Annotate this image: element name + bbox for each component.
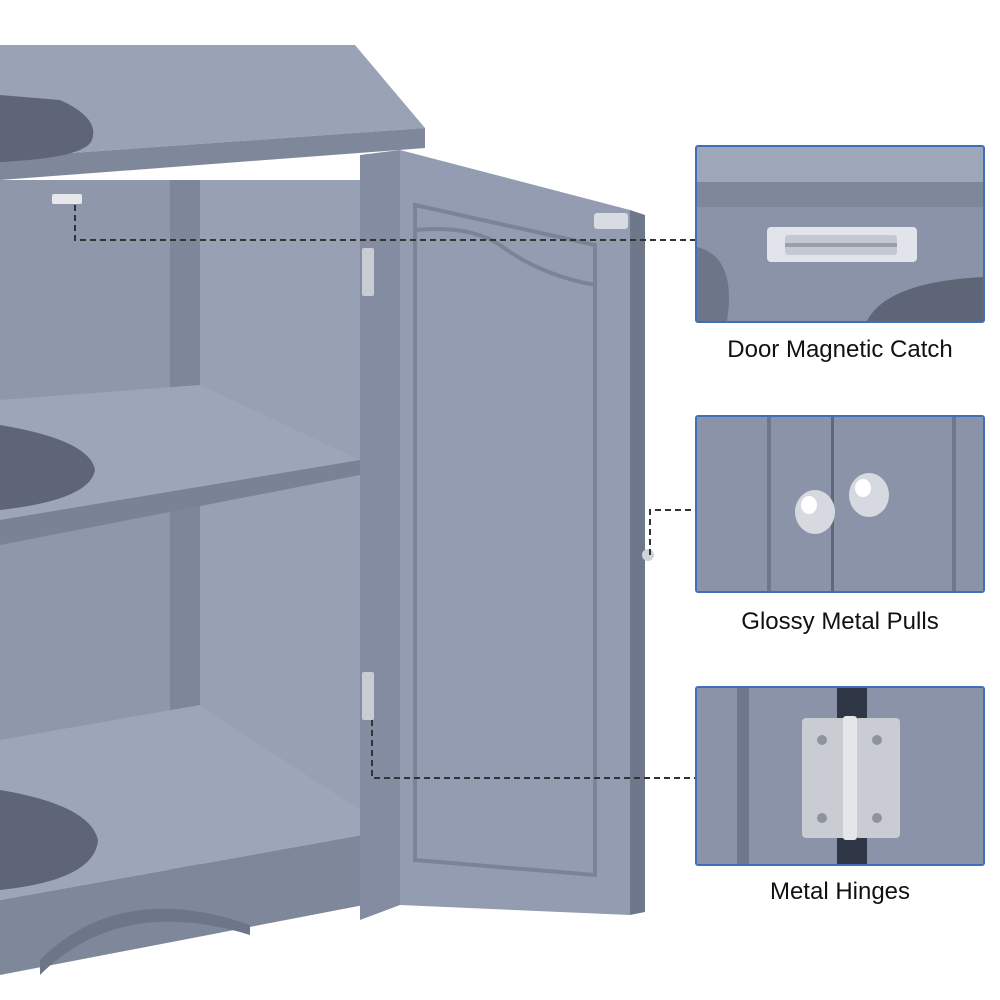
bottom-shelf xyxy=(0,705,390,900)
door-catch-plate xyxy=(594,213,628,229)
knob-icon xyxy=(697,417,983,591)
door-knob xyxy=(642,549,654,561)
door-panel-arch xyxy=(414,227,596,287)
middle-shelf xyxy=(0,385,360,520)
door-inner-panel xyxy=(413,202,597,878)
hinge-icon xyxy=(697,688,983,864)
metal-hinges-caption: Metal Hinges xyxy=(769,878,911,905)
sink-cutout-top xyxy=(0,95,94,162)
middle-shelf-edge xyxy=(0,460,360,545)
cabinet-front-frame xyxy=(360,150,400,920)
magnet-icon xyxy=(697,147,983,321)
lower-hinge xyxy=(362,672,374,720)
magnetic-catch-callout xyxy=(695,145,985,323)
base-arch xyxy=(40,908,250,975)
upper-hinge xyxy=(362,248,374,296)
sink-cutout-bottom xyxy=(0,790,98,890)
cabinet-top-edge xyxy=(0,128,425,180)
sink-cutout-shelf xyxy=(0,425,95,510)
cabinet-top xyxy=(0,45,425,158)
magnetic-catch-caption: Door Magnetic Catch xyxy=(727,336,953,363)
leader-lines xyxy=(74,205,695,779)
catch-body xyxy=(52,194,82,204)
metal-hinges-callout xyxy=(695,686,985,866)
metal-pulls-callout xyxy=(695,415,985,593)
cabinet-base xyxy=(0,830,390,975)
cabinet-door xyxy=(400,150,630,915)
metal-pulls-caption: Glossy Metal Pulls xyxy=(741,608,939,635)
door-edge xyxy=(630,210,645,915)
